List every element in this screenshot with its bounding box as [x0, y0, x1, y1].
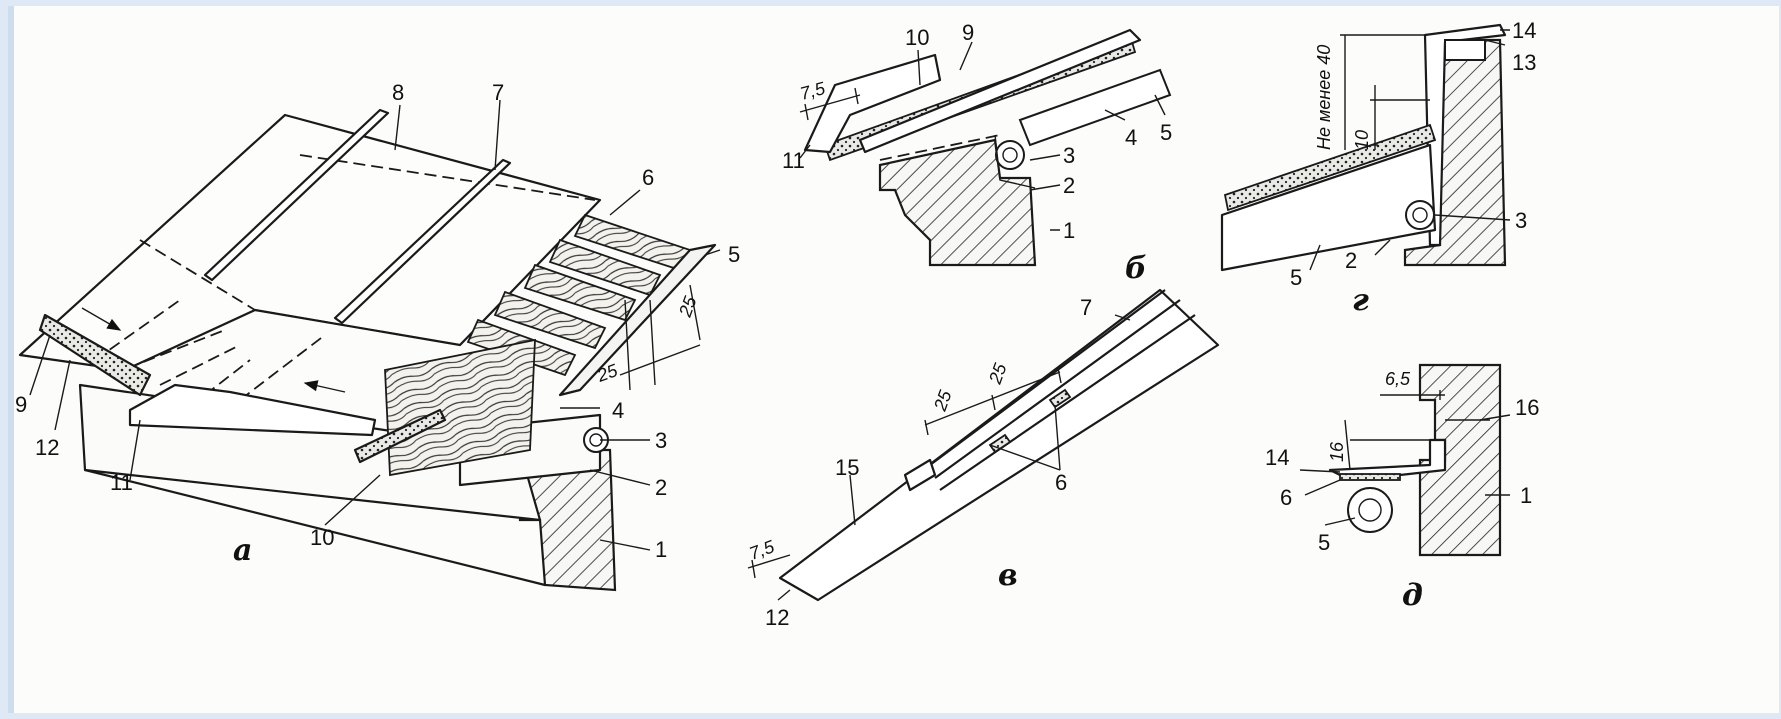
panel-label-b: б — [1125, 251, 1147, 286]
eave-drip-strip — [38, 313, 152, 397]
roof-layers-g — [1223, 123, 1437, 212]
label-3: 3 — [655, 428, 667, 453]
dim-25-upper: 25 — [675, 293, 701, 321]
d-label-16: 16 — [1515, 395, 1539, 420]
label-1: 1 — [655, 537, 667, 562]
eave-strip-lower — [128, 383, 377, 437]
label-10: 10 — [310, 525, 334, 550]
b-label-2: 2 — [1063, 173, 1075, 198]
leaders-v — [777, 314, 1131, 601]
d-label-1: 1 — [1520, 483, 1532, 508]
dim-40-g: Не менее 40 — [1314, 45, 1334, 150]
gutter-b — [995, 140, 1025, 170]
leaders-d — [1299, 414, 1511, 526]
label-4: 4 — [612, 398, 624, 423]
v-label-12: 12 — [765, 605, 789, 630]
eave-clip-b — [803, 53, 942, 154]
b-label-9: 9 — [962, 20, 974, 45]
roof-board-g — [1220, 143, 1437, 272]
leaders-b — [799, 41, 1166, 231]
gutter-d — [1347, 487, 1393, 533]
panel-b-section: 7,5 10 9 11 3 2 1 4 5 б — [782, 20, 1172, 286]
clip-6a-v — [988, 433, 1012, 454]
hidden-line-b — [879, 134, 1001, 161]
dim-6-5-d: 6,5 — [1385, 369, 1411, 389]
sheet-overlap-dashed-1 — [139, 239, 461, 346]
b-label-5: 5 — [1160, 120, 1172, 145]
g-label-3: 3 — [1515, 208, 1527, 233]
panel-label-v: в — [998, 558, 1018, 593]
v-label-15: 15 — [835, 455, 859, 480]
panel-v-section: 25 25 7,5 7 6 15 12 в — [747, 288, 1220, 630]
label-9: 9 — [15, 392, 27, 417]
label-5: 5 — [728, 242, 740, 267]
eave-board-5 — [558, 243, 717, 397]
b-label-11: 11 — [782, 148, 805, 173]
dims-v — [747, 367, 1062, 579]
b-label-4: 4 — [1125, 125, 1137, 150]
dim-16-d: 16 — [1327, 441, 1347, 462]
b-label-3: 3 — [1063, 143, 1075, 168]
dim-7-5-b-text: 7,5 — [798, 78, 828, 104]
dim-line-25 — [619, 344, 701, 376]
panel-d-section: 6,5 16 16 14 6 5 1 д — [1265, 363, 1539, 613]
g-label-14: 14 — [1512, 18, 1536, 43]
dim-guides — [624, 284, 701, 391]
flow-arrow-1 — [81, 307, 122, 331]
panel-label-a: а — [233, 533, 252, 568]
label-7: 7 — [492, 80, 504, 105]
label-11: 11 — [110, 470, 133, 495]
dim-7-5-b — [799, 87, 861, 121]
v-label-7: 7 — [1080, 295, 1092, 320]
batten-4-b — [1018, 68, 1172, 147]
panel-label-d: д — [1402, 578, 1423, 613]
d-label-6: 6 — [1280, 485, 1292, 510]
b-label-1: 1 — [1063, 218, 1075, 243]
leaders-g — [1309, 29, 1511, 271]
g-label-13: 13 — [1512, 50, 1536, 75]
fold-v — [903, 458, 937, 492]
label-2: 2 — [655, 475, 667, 500]
gutter-inner-b — [1002, 147, 1018, 163]
clip-10 — [353, 408, 447, 464]
label-12: 12 — [35, 435, 59, 460]
wall-bottom-edge — [84, 468, 546, 587]
panel-label-g: г — [1352, 283, 1369, 318]
v-label-6: 6 — [1055, 470, 1067, 495]
g-label-5: 5 — [1290, 265, 1302, 290]
dim-10-g: 10 — [1352, 130, 1372, 150]
hook-b — [994, 134, 1036, 189]
dims-g — [1340, 34, 1430, 150]
dim-25-v-a: 25 — [930, 387, 956, 415]
standing-seam-7 — [333, 158, 512, 325]
gutter-inner-d — [1358, 498, 1382, 522]
gutter-inner-g — [1412, 207, 1428, 223]
panel-g-section: Не менее 40 10 14 13 3 2 5 г — [1220, 18, 1536, 318]
dim-25-v-b: 25 — [985, 360, 1011, 388]
d-label-5: 5 — [1318, 530, 1330, 555]
gutter-g — [1405, 200, 1435, 230]
b-label-10: 10 — [905, 25, 929, 50]
standing-seam-8 — [203, 108, 390, 282]
flow-arrow-2 — [303, 380, 346, 393]
clip-6b-v — [1048, 388, 1072, 409]
sheet-overlap-dashed-2 — [299, 154, 596, 201]
roof-top-b — [858, 28, 1142, 154]
label-8: 8 — [392, 80, 404, 105]
d-label-14: 14 — [1265, 445, 1289, 470]
leader-lines — [29, 99, 721, 551]
strip-6-d — [1339, 473, 1401, 481]
hidden-lines — [94, 299, 326, 401]
bar-13-g — [1444, 39, 1486, 61]
dims-d — [1344, 390, 1490, 471]
label-6: 6 — [642, 165, 654, 190]
panel-a-isometric: 8 7 6 5 4 3 2 1 10 11 12 9 25 25 а — [15, 80, 740, 592]
g-label-2: 2 — [1345, 248, 1357, 273]
